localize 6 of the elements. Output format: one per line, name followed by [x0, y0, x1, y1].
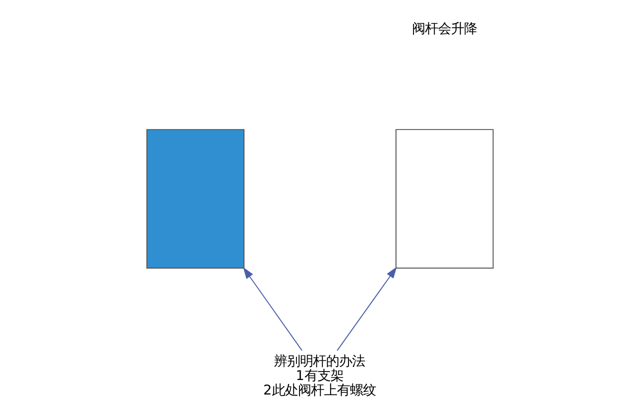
node-box — [146, 129, 244, 269]
node-box — [396, 129, 494, 269]
arrow — [243, 267, 302, 352]
label: 阀杆会升降 — [412, 22, 478, 38]
node-text: 辨别明杆的办法 1有支架 2此处阀杆上有螺纹 — [263, 354, 376, 398]
arrow — [336, 266, 397, 352]
